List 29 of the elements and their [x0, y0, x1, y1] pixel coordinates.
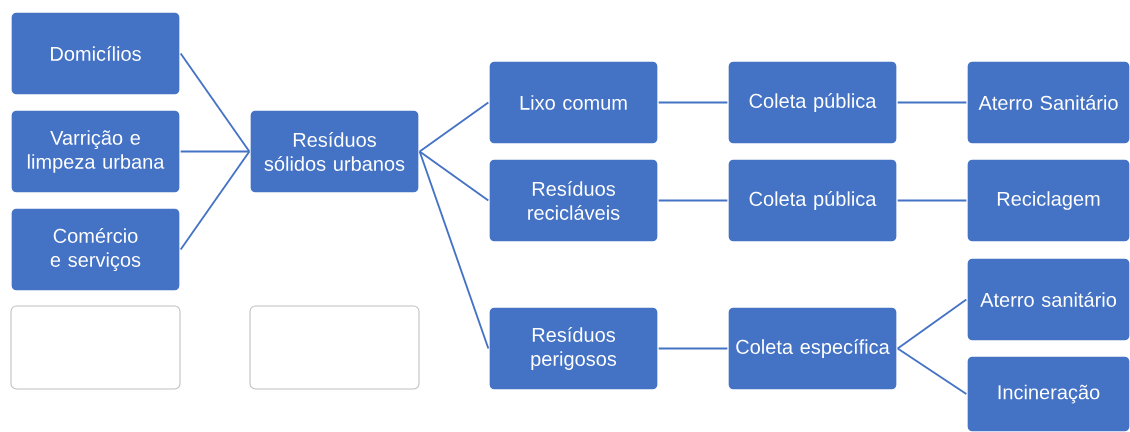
process-box: Coleta pública [727, 158, 898, 243]
process-box: Aterro sanitário [966, 257, 1130, 342]
process-box: Reciclagem [966, 158, 1130, 243]
connector-line [418, 101, 490, 153]
process-box: Domicílios [10, 11, 181, 96]
process-box: Lixo comum [488, 60, 659, 145]
process-box: Varrição e limpeza urbana [10, 109, 181, 194]
connector-line [896, 298, 968, 350]
connector-line [179, 150, 251, 153]
connector-line [896, 199, 968, 202]
connector-line [657, 199, 729, 202]
connector-line [657, 347, 729, 350]
process-box: Resíduos recicláveis [488, 158, 659, 243]
connector-line [179, 150, 251, 251]
empty-box [10, 305, 181, 390]
process-box: Coleta pública [727, 60, 898, 145]
process-box: Aterro Sanitário [966, 60, 1130, 145]
connector-line [657, 101, 729, 104]
empty-box [249, 305, 420, 390]
connector-line [179, 52, 251, 153]
process-box: Incineração [966, 355, 1130, 432]
process-box: Resíduos perigosos [488, 306, 659, 391]
process-box: Resíduos sólidos urbanos [249, 109, 420, 194]
process-box: Coleta específica [727, 306, 898, 391]
connector-line [896, 101, 968, 104]
connector-line [418, 150, 490, 202]
connector-line [896, 347, 968, 395]
connector-line [418, 150, 490, 350]
process-box: Comércio e serviços [10, 207, 181, 292]
